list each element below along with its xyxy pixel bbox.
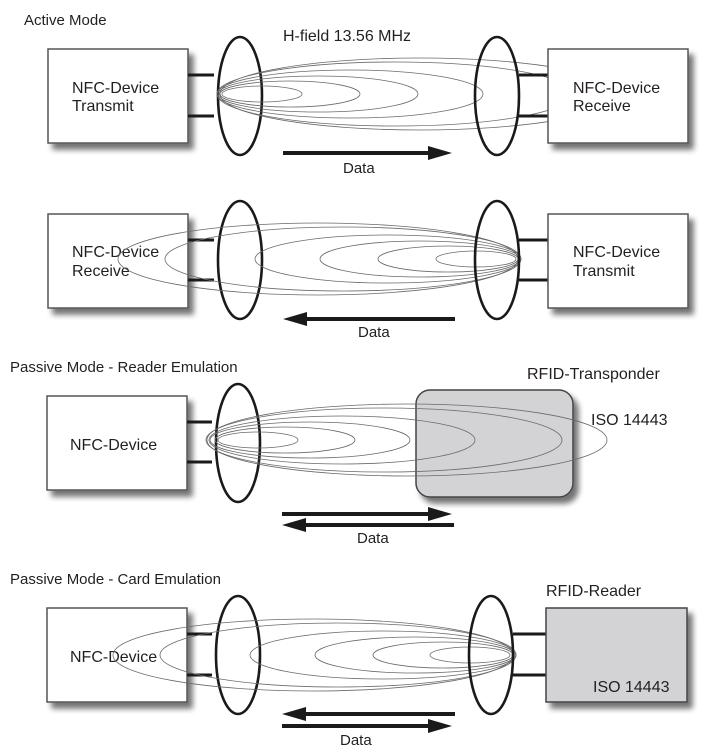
rfid-transponder-card (415, 389, 574, 498)
data-arrow-left-icon (283, 312, 455, 326)
magnetic-field-lines (205, 403, 608, 477)
data-label: Data (358, 324, 390, 341)
left-antenna-coil-icon (187, 382, 262, 504)
nfc-device-transmit-box (47, 48, 189, 144)
data-arrow-bidirectional-icon (282, 507, 454, 532)
nfc-device-receive-box (547, 48, 689, 144)
nfc-device-box (46, 607, 188, 703)
rfid-reader-box (545, 607, 688, 703)
data-label: Data (343, 160, 375, 177)
left-antenna-coil-icon (187, 594, 262, 716)
nfc-device-transmit-box (547, 213, 689, 309)
panel-active-mode-2: NFC-Device Receive NFC-Device Transmit (47, 199, 689, 341)
device-label-line1: NFC-Device (72, 80, 159, 97)
section-title: Active Mode (24, 12, 107, 29)
right-antenna-coil-icon (473, 35, 548, 157)
panel-card-emulation: Passive Mode - Card Emulation RFID-Reade… (10, 571, 688, 749)
nfc-device-box (46, 395, 188, 491)
device-label-line1: NFC-Device (72, 244, 159, 261)
data-label: Data (357, 530, 389, 547)
rfid-transponder-label: RFID-Transponder (527, 366, 660, 383)
device-label: NFC-Device (70, 437, 157, 454)
left-antenna-coil-icon (188, 35, 264, 157)
device-label-line1: NFC-Device (573, 80, 660, 97)
rfid-reader-label: RFID-Reader (546, 583, 642, 600)
device-label-line2: Receive (72, 263, 130, 280)
device-label-line1: NFC-Device (573, 244, 660, 261)
section-title: Passive Mode - Reader Emulation (10, 359, 238, 376)
section-title: Passive Mode - Card Emulation (10, 571, 221, 588)
iso-standard-label: ISO 14443 (591, 412, 668, 429)
data-label: Data (340, 732, 372, 749)
device-label-line2: Transmit (72, 98, 134, 115)
right-antenna-coil-icon (467, 594, 546, 716)
panel-reader-emulation: Passive Mode - Reader Emulation RFID-Tra… (10, 359, 668, 547)
device-label-line2: Receive (573, 98, 631, 115)
device-label-line2: Transmit (573, 263, 635, 280)
field-label: H-field 13.56 MHz (283, 28, 411, 45)
left-antenna-coil-icon (188, 199, 264, 321)
data-arrow-right-icon (283, 146, 452, 160)
panel-active-mode-1: Active Mode H-field 13.56 MHz NFC-Device… (24, 12, 689, 177)
iso-standard-label: ISO 14443 (593, 679, 670, 696)
right-antenna-coil-icon (473, 199, 548, 321)
data-arrow-bidirectional-icon (282, 707, 455, 733)
